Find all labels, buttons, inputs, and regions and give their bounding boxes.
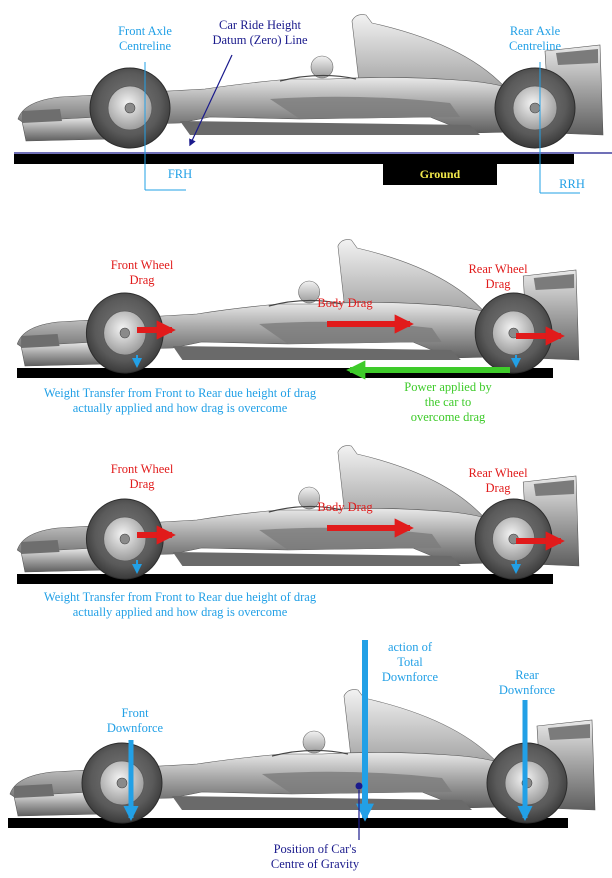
panel-drag [16, 239, 580, 380]
front-wheel-drag-line2: Drag [129, 273, 155, 287]
rear-downforce-line2: Downforce [498, 683, 556, 697]
ground-bar [8, 818, 568, 828]
rear-axle-label-line2: Centreline [508, 39, 562, 53]
panel-drag-repeat [16, 445, 580, 584]
weight-transfer-line2: actually applied and how drag is overcom… [72, 605, 288, 619]
total-downforce-label: action of Total Downforce [365, 640, 455, 685]
weight-transfer-label: Weight Transfer from Front to Rear due h… [10, 590, 350, 620]
weight-transfer-line1: Weight Transfer from Front to Rear due h… [43, 386, 317, 400]
datum-pointer-arrow [189, 54, 233, 147]
cog-label: Position of Car's Centre of Gravity [250, 842, 380, 872]
rear-wheel-drag-line2: Drag [485, 481, 511, 495]
rear-wheel-drag-line2: Drag [485, 277, 511, 291]
cog-dot [355, 782, 363, 790]
front-axle-label-line2: Centreline [118, 39, 172, 53]
datum-label-line2: Datum (Zero) Line [212, 33, 308, 47]
power-applied-line3: overcome drag [410, 410, 486, 424]
front-wheel-drag-line1: Front Wheel [110, 258, 174, 272]
front-downforce-line1: Front [121, 706, 149, 720]
panel-downforce [8, 640, 596, 840]
front-downforce-line2: Downforce [106, 721, 164, 735]
ground-label-box [383, 163, 497, 185]
weight-transfer-label: Weight Transfer from Front to Rear due h… [10, 386, 350, 416]
rear-wheel-drag-label: Rear Wheel Drag [453, 262, 543, 292]
front-axle-label-line1: Front Axle [118, 24, 172, 38]
ground-bar [17, 368, 553, 378]
power-applied-label: Power applied by the car to overcome dra… [388, 380, 508, 425]
rear-axle-label-line1: Rear Axle [509, 24, 561, 38]
rrh-label: RRH [559, 177, 585, 191]
cog-label-line1: Position of Car's [273, 842, 357, 856]
datum-label-line1: Car Ride Height [219, 18, 301, 32]
total-downforce-line1: action of [387, 640, 433, 654]
frh-label: FRH [167, 167, 193, 181]
ground-label: Ground [419, 167, 461, 181]
rear-axle-label: Rear Axle Centreline [490, 24, 580, 54]
total-downforce-line2: Total [397, 655, 423, 669]
power-applied-line1: Power applied by [404, 380, 492, 394]
total-downforce-line3: Downforce [381, 670, 439, 684]
ground-bar [14, 154, 574, 164]
body-drag-label: Body Drag [317, 500, 373, 514]
cog-label-line2: Centre of Gravity [270, 857, 360, 871]
datum-label: Car Ride Height Datum (Zero) Line [190, 18, 330, 48]
ground-bar [17, 574, 553, 584]
rear-wheel-drag-label: Rear Wheel Drag [453, 466, 543, 496]
rear-downforce-line1: Rear [515, 668, 539, 682]
front-wheel-drag-line1: Front Wheel [110, 462, 174, 476]
panel-ride-height [14, 14, 612, 194]
front-wheel-drag-label: Front Wheel Drag [97, 258, 187, 288]
rear-downforce-label: Rear Downforce [482, 668, 572, 698]
power-applied-line2: the car to [424, 395, 472, 409]
weight-transfer-line1: Weight Transfer from Front to Rear due h… [43, 590, 317, 604]
rear-wheel-drag-line1: Rear Wheel [468, 466, 528, 480]
front-downforce-label: Front Downforce [90, 706, 180, 736]
body-drag-label: Body Drag [317, 296, 373, 310]
rear-wheel-drag-line1: Rear Wheel [468, 262, 528, 276]
front-axle-label: Front Axle Centreline [100, 24, 190, 54]
front-wheel-drag-line2: Drag [129, 477, 155, 491]
weight-transfer-line2: actually applied and how drag is overcom… [72, 401, 288, 415]
front-wheel-drag-label: Front Wheel Drag [97, 462, 187, 492]
